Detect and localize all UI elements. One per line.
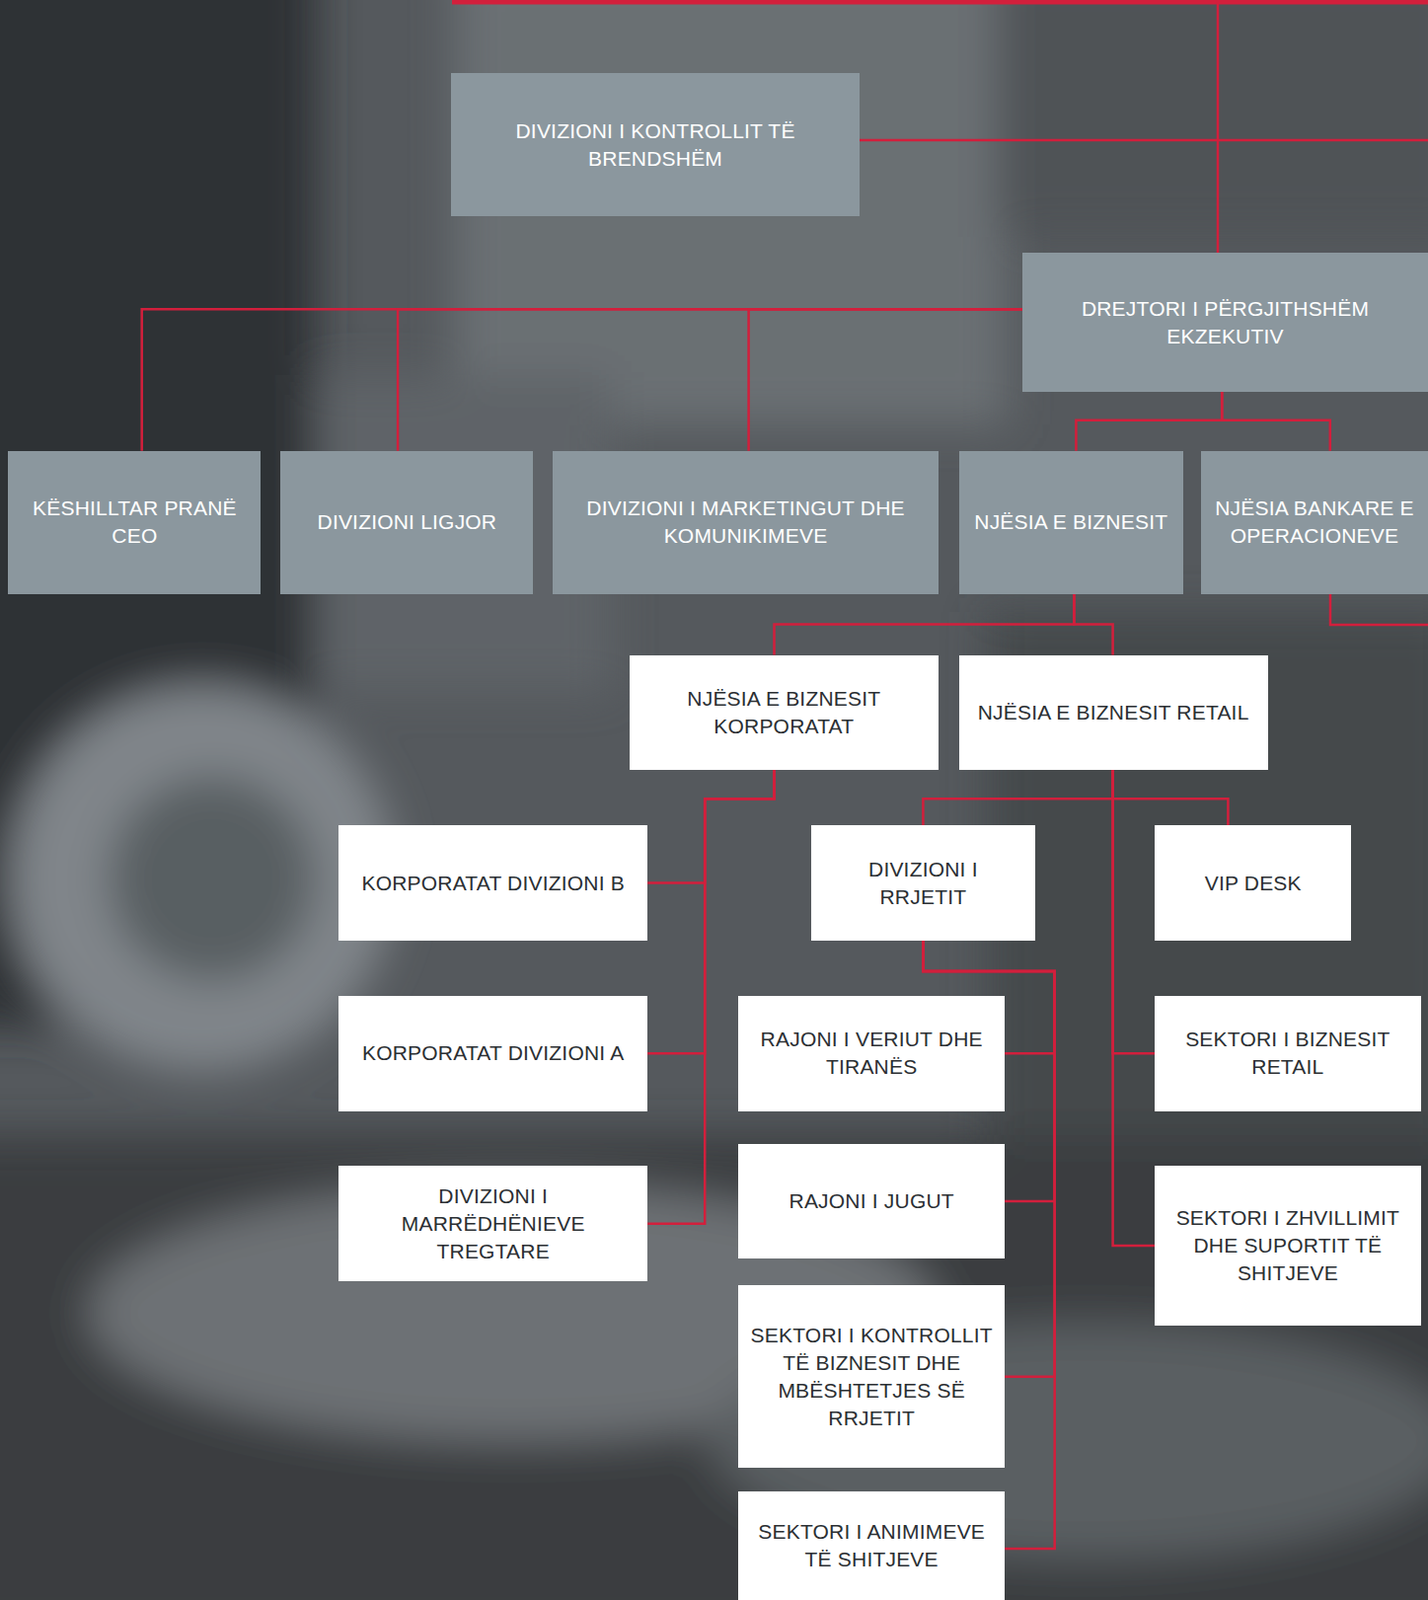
box-content: KËSHILLTAR PRANË CEO: [19, 494, 249, 550]
org-box: KORPORATAT DIVIZIONI A: [338, 995, 648, 1112]
connector-line: [1075, 391, 1222, 451]
box-content: SEKTORI I ZHVILLIMIT DHE SUPORTIT TË SHI…: [1166, 1203, 1410, 1287]
connector-line: [1113, 769, 1155, 1246]
box-content: NJËSIA E BIZNESIT: [971, 508, 1172, 536]
box-label: DIVIZIONI I MARKETINGUT DHE KOMUNIKIMEVE: [564, 494, 927, 550]
connector-line: [1073, 594, 1113, 656]
box-label: RAJONI I JUGUT: [750, 1187, 993, 1215]
box-label: KËSHILLTAR PRANË CEO: [19, 494, 249, 550]
org-box: DREJTORI I PËRGJITHSHËM EKZEKUTIV: [1022, 252, 1428, 392]
box-label: KORPORATAT DIVIZIONI A: [350, 1039, 636, 1067]
org-box: KORPORATAT DIVIZIONI B: [338, 825, 648, 941]
box-label: NJËSIA E BIZNESIT KORPORATAT: [641, 684, 927, 741]
box-label: SEKTORI I BIZNESIT RETAIL: [1166, 1025, 1410, 1081]
org-box: DIVIZIONI I MARKETINGUT DHE KOMUNIKIMEVE: [552, 450, 939, 595]
org-box: DIVIZIONI I RRJETIT: [811, 825, 1036, 941]
connector-line: [647, 769, 774, 883]
connector-line: [1113, 769, 1155, 1053]
box-label: KORPORATAT DIVIZIONI B: [350, 869, 636, 898]
box-label: NJËSIA BANKARE E OPERACIONEVE: [1212, 494, 1417, 550]
connector-line: [142, 308, 1023, 451]
org-box: SEKTORI I ZHVILLIMIT DHE SUPORTIT TË SHI…: [1154, 1165, 1422, 1325]
board-line: [1216, 0, 1220, 254]
org-box: NJËSIA E BIZNESIT KORPORATAT: [629, 655, 939, 771]
connector-line: [749, 308, 1023, 451]
box-label: NJËSIA E BIZNESIT RETAIL: [971, 698, 1257, 727]
org-box: VIP DESK: [1154, 825, 1352, 941]
org-box: RAJONI I VERIUT DHE TIRANËS: [738, 995, 1005, 1112]
box-label: DIVIZIONI I KONTROLLIT TË BRENDSHËM: [462, 117, 848, 173]
operations-line: [1330, 594, 1428, 625]
box-content: RAJONI I VERIUT DHE TIRANËS: [750, 1025, 993, 1081]
connector-line: [397, 308, 1023, 451]
box-label: DIVIZIONI I RRJETIT: [823, 855, 1024, 911]
box-label: SEKTORI I ZHVILLIMIT DHE SUPORTIT TË SHI…: [1166, 1203, 1410, 1287]
box-content: SEKTORI I BIZNESIT RETAIL: [1166, 1025, 1410, 1081]
box-label: DREJTORI I PËRGJITHSHËM EKZEKUTIV: [1034, 295, 1417, 351]
box-content: DIVIZIONI I RRJETIT: [823, 855, 1024, 911]
box-content: NJËSIA BANKARE E OPERACIONEVE: [1212, 494, 1417, 550]
box-label: RAJONI I VERIUT DHE TIRANËS: [750, 1025, 993, 1081]
org-box: RAJONI I JUGUT: [738, 1143, 1005, 1260]
box-content: SEKTORI I KONTROLLIT TË BIZNESIT DHE MBË…: [750, 1321, 993, 1432]
box-content: DIVIZIONI I MARRËDHËNIEVE TREGTARE: [350, 1182, 636, 1266]
box-content: SEKTORI I ANIMIMEVE TË SHITJEVE: [750, 1517, 993, 1574]
box-content: NJËSIA E BIZNESIT KORPORATAT: [641, 684, 927, 741]
connector-line: [774, 594, 1075, 656]
box-content: KORPORATAT DIVIZIONI A: [350, 1039, 636, 1067]
box-content: DIVIZIONI LIGJOR: [292, 508, 522, 536]
box-label: DIVIZIONI I MARRËDHËNIEVE TREGTARE: [350, 1182, 636, 1266]
box-content: VIP DESK: [1166, 869, 1340, 898]
box-content: DIVIZIONI I KONTROLLIT TË BRENDSHËM: [462, 117, 848, 173]
box-label: VIP DESK: [1166, 869, 1340, 898]
box-content: DREJTORI I PËRGJITHSHËM EKZEKUTIV: [1034, 295, 1417, 351]
box-label: DIVIZIONI LIGJOR: [292, 508, 522, 536]
connector-line: [1113, 769, 1229, 826]
box-content: RAJONI I JUGUT: [750, 1187, 993, 1215]
org-box: NJËSIA E BIZNESIT RETAIL: [959, 655, 1269, 771]
box-label: NJËSIA E BIZNESIT: [971, 508, 1172, 536]
box-content: DIVIZIONI I MARKETINGUT DHE KOMUNIKIMEVE: [564, 494, 927, 550]
box-content: NJËSIA E BIZNESIT RETAIL: [971, 698, 1257, 727]
org-box: SEKTORI I ANIMIMEVE TË SHITJEVE: [738, 1491, 1005, 1600]
box-label: SEKTORI I KONTROLLIT TË BIZNESIT DHE MBË…: [750, 1321, 993, 1432]
org-box: DIVIZIONI I MARRËDHËNIEVE TREGTARE: [338, 1165, 648, 1281]
top-bar-line: [451, 0, 1428, 5]
box-content: KORPORATAT DIVIZIONI B: [350, 869, 636, 898]
box-label: SEKTORI I ANIMIMEVE TË SHITJEVE: [750, 1517, 993, 1574]
org-box: NJËSIA BANKARE E OPERACIONEVE: [1201, 450, 1428, 595]
org-box: DIVIZIONI LIGJOR: [280, 450, 533, 595]
control-line: [858, 139, 1428, 143]
org-box: KËSHILLTAR PRANË CEO: [7, 450, 261, 595]
org-box: DIVIZIONI I KONTROLLIT TË BRENDSHËM: [450, 73, 860, 217]
org-box: SEKTORI I BIZNESIT RETAIL: [1154, 995, 1422, 1112]
org-box: SEKTORI I KONTROLLIT TË BIZNESIT DHE MBË…: [738, 1284, 1005, 1468]
connector-line: [922, 769, 1113, 826]
org-box: NJËSIA E BIZNESIT: [959, 450, 1184, 595]
connector-line: [1221, 391, 1331, 451]
